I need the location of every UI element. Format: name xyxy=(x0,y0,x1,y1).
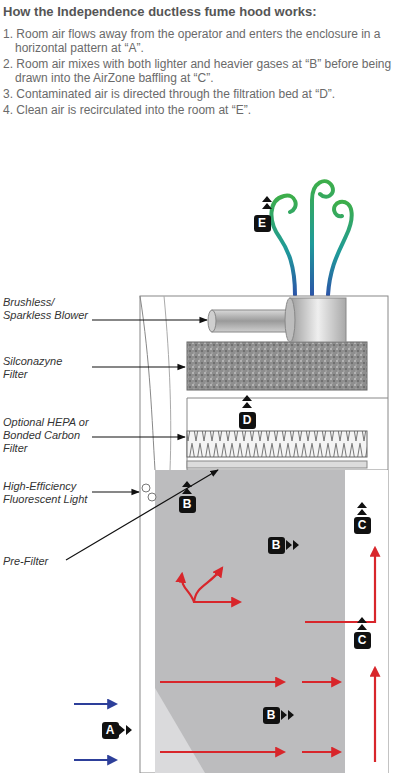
callout-letter: B xyxy=(183,498,192,510)
part-label: Silconazyne Filter xyxy=(3,355,89,381)
chamber-highlight xyxy=(155,688,205,773)
fluorescent-light xyxy=(142,484,156,501)
step-text: 1. Room air flows away from the operator… xyxy=(3,27,393,55)
callout-badge: B xyxy=(263,707,280,724)
callout-letter: C xyxy=(358,634,367,646)
callout-letter: D xyxy=(243,414,252,426)
silconazyne-filter xyxy=(187,342,367,390)
callout-badge: B xyxy=(179,496,196,513)
clean-air-swirls xyxy=(271,181,351,295)
room-air-flow xyxy=(74,704,116,760)
step-text: 2. Room air mixes with both lighter and … xyxy=(3,57,393,85)
contaminated-air-flow xyxy=(160,548,375,762)
callout-badge: B xyxy=(268,537,285,554)
callout-badge: D xyxy=(239,412,256,429)
callout-letter: B xyxy=(272,539,281,551)
flow-chevrons xyxy=(119,196,367,735)
callout-badge: A xyxy=(102,722,119,739)
blower xyxy=(208,298,346,342)
callout-letter: A xyxy=(106,724,115,736)
heading: How the Independence ductless fume hood … xyxy=(3,4,397,19)
callout-badge: E xyxy=(254,215,271,232)
callout-badge: C xyxy=(354,517,371,534)
step-text: 3. Contaminated air is directed through … xyxy=(3,87,393,101)
part-label: High-Efficiency Fluorescent Light xyxy=(3,480,89,506)
callout-badge: C xyxy=(354,632,371,649)
part-label: Optional HEPA or Bonded Carbon Filter xyxy=(3,416,89,455)
callout-letter: C xyxy=(358,519,367,531)
callout-letter: B xyxy=(267,709,276,721)
callout-letter: E xyxy=(258,217,266,229)
part-label: Brushless/ Sparkless Blower xyxy=(3,296,89,322)
leader-lines xyxy=(66,320,218,560)
part-label: Pre-Filter xyxy=(3,555,89,568)
pre-filter xyxy=(187,461,367,468)
hepa-filter xyxy=(187,431,367,457)
step-text: 4. Clean air is recirculated into the ro… xyxy=(3,103,393,117)
